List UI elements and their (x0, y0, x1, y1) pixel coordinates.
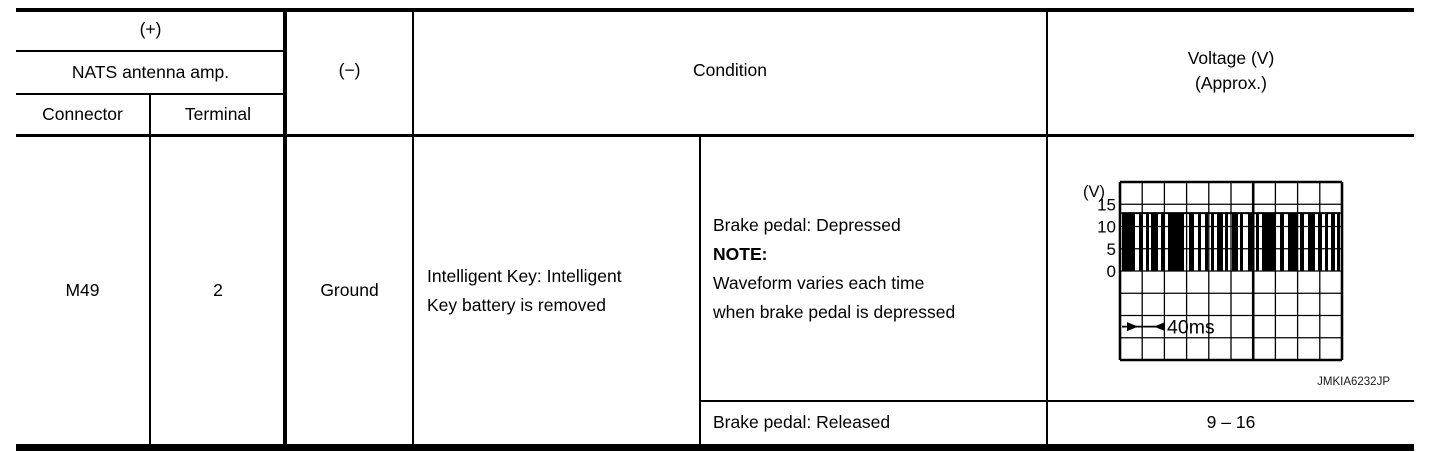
header-plus-label: (+) (139, 19, 162, 40)
waveform-pulse (1205, 213, 1208, 271)
waveform-pulse (1139, 213, 1143, 271)
cell-connector-value: M49 (16, 137, 149, 444)
header-terminal-label: Terminal (184, 103, 252, 124)
table-rule-under-nats (16, 93, 285, 95)
header-minus-label: (−) (338, 60, 361, 81)
table-border-top (16, 8, 1414, 12)
scope-v-axis-label: (V) (1083, 183, 1105, 201)
released-voltage-value: 9 – 16 (1206, 412, 1256, 433)
waveform-pulse (1262, 213, 1276, 271)
header-connector: Connector (16, 95, 149, 134)
waveform-pulse (1232, 213, 1238, 271)
figure-caption: JMKIA6232JP (1317, 376, 1390, 388)
cell-terminal-value: 2 (151, 137, 285, 444)
cell-brake-released-condition: Brake pedal: Released (713, 402, 1043, 444)
waveform-pulse (1337, 213, 1340, 271)
time-marker-left-arrow-icon (1154, 322, 1165, 332)
table-vrule-condition-voltage (1046, 8, 1048, 444)
waveform-pulse (1217, 213, 1223, 271)
waveform-pulse (1240, 213, 1243, 271)
table-rule-released-row (700, 400, 1414, 402)
note-label: NOTE: (713, 244, 768, 264)
header-minus: (−) (287, 8, 412, 134)
table-vrule-condition-split (699, 137, 701, 444)
header-plus: (+) (16, 10, 285, 50)
cell-key-condition: Intelligent Key: Intelligent Key battery… (427, 137, 693, 444)
brake-depressed-text: Brake pedal: Depressed (713, 215, 901, 235)
key-condition-text: Intelligent Key: Intelligent Key battery… (427, 265, 622, 315)
waveform-pulse (1198, 213, 1201, 271)
waveform-pulse (1161, 213, 1164, 271)
connector-value: M49 (65, 279, 100, 300)
header-nats-label: NATS antenna amp. (71, 61, 230, 82)
waveform-pulse (1151, 213, 1158, 271)
waveform-pulse (1122, 213, 1135, 271)
table-rule-header-bottom (16, 134, 1414, 137)
header-nats-antenna-amp: NATS antenna amp. (16, 52, 285, 93)
scope-y-tick-label: 15 (1097, 195, 1116, 214)
waveform-pulse (1146, 213, 1149, 271)
header-terminal: Terminal (151, 95, 285, 134)
note-text: Waveform varies each time when brake ped… (713, 273, 956, 322)
cell-brake-depressed-condition: Brake pedal: Depressed NOTE: Waveform va… (713, 137, 1043, 401)
waveform-pulse (1288, 213, 1297, 271)
header-voltage: Voltage (V) (Approx.) (1048, 8, 1414, 134)
waveform-pulse (1318, 213, 1322, 271)
table-vrule-plus-minus (283, 8, 287, 444)
table-rule-under-plus (16, 50, 285, 52)
waveform-pulse (1331, 213, 1335, 271)
waveform-pulse (1256, 213, 1259, 271)
time-marker-label: 40ms (1167, 317, 1215, 339)
terminal-value: 2 (213, 279, 223, 300)
waveform-pulse (1280, 213, 1284, 271)
waveform-pulse (1248, 213, 1252, 271)
waveform-pulse (1168, 213, 1184, 271)
table-border-bottom (16, 444, 1414, 451)
waveform-pulse (1189, 213, 1194, 271)
minus-value: Ground (320, 279, 379, 300)
waveform-pulse (1308, 213, 1315, 271)
waveform-pulse (1225, 213, 1228, 271)
waveform-pulse (1325, 213, 1328, 271)
header-condition: Condition (414, 8, 1046, 134)
scope-y-tick-label: 0 (1107, 262, 1116, 281)
table-vrule-minus-condition (412, 8, 414, 444)
cell-minus-value: Ground (287, 137, 412, 444)
table-vrule-connector-terminal (149, 95, 151, 444)
waveform-pulse (1211, 213, 1214, 271)
header-condition-label: Condition (693, 60, 767, 81)
cell-released-voltage-result: 9 – 16 (1048, 402, 1414, 444)
scope-y-tick-label: 5 (1107, 240, 1116, 259)
header-voltage-line1: Voltage (V) (1187, 48, 1275, 68)
scope-y-tick-label: 10 (1097, 218, 1116, 237)
brake-released-text: Brake pedal: Released (713, 412, 891, 433)
waveform-pulse (1300, 213, 1304, 271)
header-connector-label: Connector (42, 103, 123, 124)
time-marker-right-arrow-icon (1127, 322, 1138, 332)
header-voltage-line2: (Approx.) (1195, 73, 1267, 93)
